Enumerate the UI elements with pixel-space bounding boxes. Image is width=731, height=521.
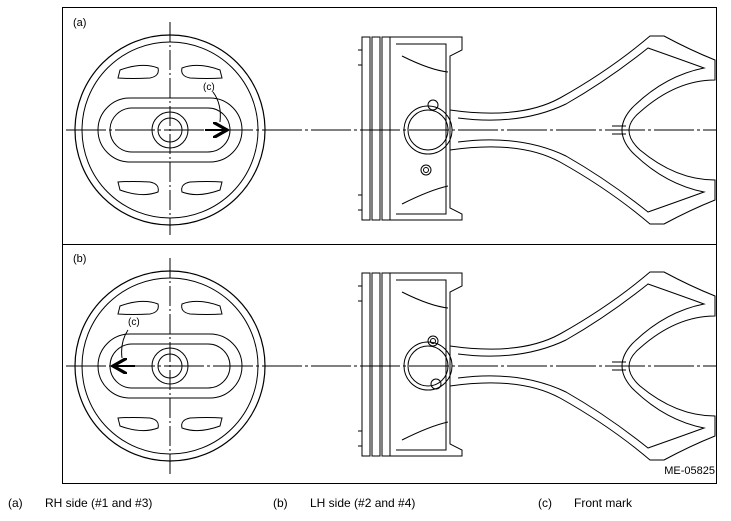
legend-text-c: Front mark	[574, 496, 633, 510]
panel-a-label: (a)	[73, 17, 87, 29]
panel-b-label: (b)	[73, 253, 87, 265]
figure-frame	[62, 7, 717, 484]
legend-text-b: LH side (#2 and #4)	[310, 496, 416, 510]
piston-rod-side-view-a	[358, 35, 716, 225]
legend-key-b: (b)	[273, 496, 288, 510]
figure-code: ME-05825	[664, 465, 715, 477]
legend-text-a: RH side (#1 and #3)	[45, 496, 153, 510]
legend-key-c: (c)	[538, 496, 552, 510]
piston-top-view-b	[66, 258, 716, 476]
piston-rod-side-view-b	[358, 271, 716, 461]
piston-top-view-a	[66, 22, 716, 235]
callout-front-mark-a: (c)	[203, 82, 215, 93]
callout-front-mark-b: (c)	[128, 317, 140, 328]
panel-divider	[62, 244, 717, 245]
legend-key-a: (a)	[8, 496, 23, 510]
